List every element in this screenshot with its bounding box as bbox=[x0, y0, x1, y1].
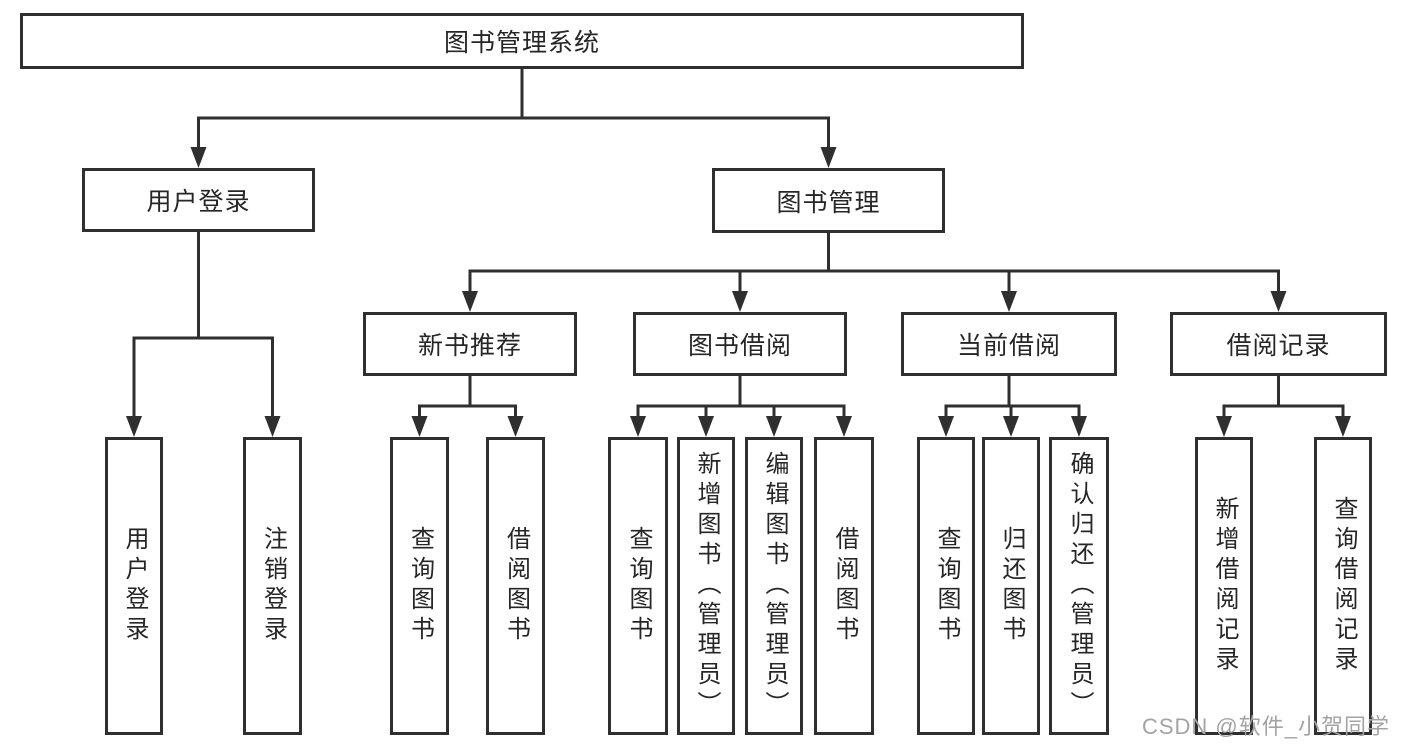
leaf-borrow-books: 借阅图书 bbox=[486, 437, 545, 735]
node-label: 新增借阅记录 bbox=[1211, 496, 1238, 676]
node-label: 查询借阅记录 bbox=[1330, 496, 1357, 676]
node-label: 当前借阅 bbox=[956, 332, 1061, 360]
node-label: 图书管理系统 bbox=[443, 29, 600, 57]
node-borrowing-records: 借阅记录 bbox=[1170, 312, 1387, 376]
node-label: 查询图书 bbox=[933, 526, 960, 646]
arrowhead-icons bbox=[126, 147, 1351, 437]
leaf-query-books: 查询图书 bbox=[917, 437, 975, 735]
leaf-borrow-books: 借阅图书 bbox=[814, 437, 874, 735]
node-label: 用户登录 bbox=[121, 526, 148, 646]
node-label: 确认归还（管理员） bbox=[1066, 451, 1093, 721]
node-label: 借阅图书 bbox=[831, 526, 858, 646]
node-label: 图书管理 bbox=[776, 188, 881, 217]
node-book-management: 图书管理 bbox=[712, 168, 945, 233]
tree-edges bbox=[132, 69, 1345, 419]
leaf-edit-books-admin: 编辑图书（管理员） bbox=[745, 437, 803, 735]
node-label: 借阅记录 bbox=[1226, 332, 1331, 360]
node-label: 新增图书（管理员） bbox=[693, 451, 720, 721]
leaf-add-books-admin: 新增图书（管理员） bbox=[677, 437, 735, 735]
node-new-book-recommend: 新书推荐 bbox=[363, 312, 577, 376]
leaf-return-books: 归还图书 bbox=[982, 437, 1040, 735]
node-label: 图书借阅 bbox=[687, 332, 792, 360]
node-label: 注销登录 bbox=[259, 526, 287, 646]
leaf-query-books: 查询图书 bbox=[608, 437, 668, 735]
node-label: 查询图书 bbox=[406, 526, 434, 646]
node-label: 归还图书 bbox=[998, 526, 1025, 646]
leaf-query-books: 查询图书 bbox=[390, 437, 449, 735]
node-current-borrowing: 当前借阅 bbox=[901, 312, 1117, 376]
node-label: 借阅图书 bbox=[502, 526, 530, 646]
leaf-query-borrow-record: 查询借阅记录 bbox=[1314, 437, 1372, 735]
leaf-add-borrow-record: 新增借阅记录 bbox=[1195, 437, 1253, 735]
csdn-watermark: CSDN @软件_小贺同学 bbox=[1141, 714, 1390, 739]
leaf-user-login: 用户登录 bbox=[105, 437, 163, 735]
node-label: 查询图书 bbox=[625, 526, 652, 646]
node-label: 用户登录 bbox=[146, 188, 251, 216]
leaf-confirm-return-admin: 确认归还（管理员） bbox=[1049, 437, 1109, 735]
node-label: 编辑图书（管理员） bbox=[761, 451, 788, 721]
node-label: 新书推荐 bbox=[417, 332, 522, 360]
node-library-management-system: 图书管理系统 bbox=[20, 13, 1024, 69]
node-user-login: 用户登录 bbox=[82, 168, 315, 232]
node-book-borrowing: 图书借阅 bbox=[633, 312, 847, 376]
leaf-logout: 注销登录 bbox=[243, 437, 302, 735]
